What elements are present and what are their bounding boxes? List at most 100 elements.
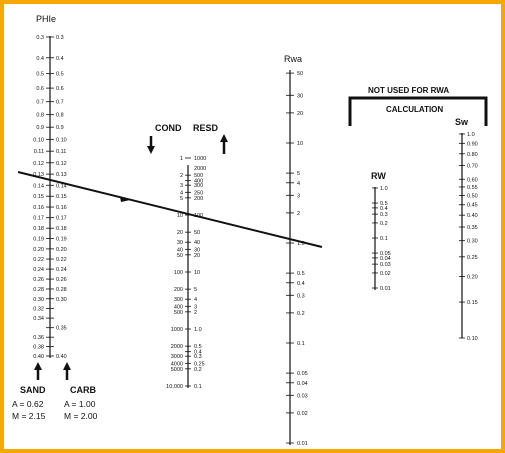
arrow-right-icon: [120, 197, 130, 202]
phie-tick-label-right: 0.9: [56, 125, 64, 131]
phie-tick-label-right: 0.5: [56, 72, 64, 78]
phie-tick-label-left: 0.34: [33, 316, 44, 322]
rw-tick-label: 0.01: [380, 286, 391, 292]
cond-tick-label: 4000: [171, 361, 183, 367]
resd-tick-label: 200: [194, 196, 203, 202]
calculation-label: CALCULATION: [386, 105, 443, 114]
sand-label: SAND: [20, 385, 46, 395]
phie-tick-label-left: 0.17: [33, 216, 44, 222]
phie-tick-label-right: 0.35: [56, 326, 67, 332]
phie-tick-label-left: 0.18: [33, 226, 44, 232]
cond-tick-label: 500: [174, 310, 183, 316]
cond-tick-label: 1: [180, 156, 183, 162]
rwa-tick-label: 0.4: [297, 281, 305, 287]
phie-tick-label-right: 0.11: [56, 149, 66, 155]
sw-label: Sw: [455, 117, 469, 127]
phie-tick-label-right: 0.10: [56, 137, 67, 143]
not-used-bracket: [348, 96, 488, 126]
phie-tick-label-left: 0.30: [33, 297, 44, 303]
rw-tick-label: 0.04: [380, 256, 391, 262]
rw-tick-label: 0.03: [380, 262, 391, 268]
cond-tick-label: 10,000: [166, 384, 183, 390]
rwa-tick-label: 4: [297, 181, 300, 187]
rwa-tick-label: 0.03: [297, 393, 308, 399]
resd-top-label: 2000: [194, 166, 206, 172]
phie-tick-label-right: 0.13: [56, 172, 67, 178]
arrow-down-icon: [147, 136, 155, 154]
phie-tick-label-left: 0.4: [36, 56, 44, 62]
rwa-tick-label: 0.02: [297, 411, 308, 417]
sw-tick-label: 0.80: [467, 152, 478, 158]
cond-tick-label: 200: [174, 287, 183, 293]
cond-tick-label: 100: [174, 270, 183, 276]
carb-label: CARB: [70, 385, 96, 395]
phie-tick-label-left: 0.5: [36, 72, 44, 78]
phie-tick-label-left: 0.38: [33, 345, 44, 351]
cond-tick-label: 2000: [171, 344, 183, 350]
rwa-tick-label: 20: [297, 111, 303, 117]
rwa-label: Rwa: [284, 54, 302, 64]
sw-tick-label: 1.0: [467, 132, 475, 138]
resd-tick-label: 1.0: [194, 327, 202, 333]
resd-tick-label: 50: [194, 230, 200, 236]
phie-tick-label-right: 0.26: [56, 277, 67, 283]
rwa-tick-label: 5: [297, 171, 300, 177]
rwa-tick-label: 0.01: [297, 441, 308, 447]
phie-tick-label-left: 0.15: [33, 194, 44, 200]
phie-tick-label-left: 0.8: [36, 113, 44, 119]
rw-tick-label: 0.1: [380, 236, 388, 242]
phie-tick-label-left: 0.24: [33, 267, 44, 273]
phie-tick-label-left: 0.9: [36, 125, 44, 131]
resd-tick-label: 1000: [194, 156, 206, 162]
example-line: [17, 171, 323, 248]
resd-tick-label: 250: [194, 190, 203, 196]
not-used-label: NOT USED FOR RWA: [368, 86, 449, 95]
resd-tick-label: 5: [194, 287, 197, 293]
phie-tick-label-left: 0.26: [33, 277, 44, 283]
phie-tick-label-right: 0.14: [56, 183, 67, 189]
resd-tick-label: 0.1: [194, 384, 202, 390]
phie-tick-label-right: 0.22: [56, 257, 67, 263]
sand-m-value: M = 2.15: [12, 411, 46, 421]
rwa-tick-label: 0.5: [297, 271, 305, 277]
phie-tick-label-left: 0.22: [33, 257, 44, 263]
resd-tick-label: 0.2: [194, 367, 202, 373]
sw-tick-label: 0.90: [467, 141, 478, 147]
phie-tick-label-right: 0.12: [56, 161, 67, 167]
rw-tick-label: 0.2: [380, 221, 388, 227]
phie-tick-label-left: 0.19: [33, 237, 44, 243]
sw-tick-label: 0.35: [467, 225, 478, 231]
resd-tick-label: 400: [194, 179, 203, 185]
resd-tick-label: 0.25: [194, 361, 205, 367]
rw-tick-label: 0.3: [380, 212, 388, 218]
phie-tick-label-right: 0.7: [56, 100, 64, 106]
phie-tick-label-right: 0.28: [56, 287, 67, 293]
carb-m-value: M = 2.00: [64, 411, 98, 421]
phie-tick-label-left: 0.6: [36, 86, 44, 92]
rw-tick-label: 0.5: [380, 201, 388, 207]
rwa-tick-label: 0.1: [297, 341, 305, 347]
phie-tick-label-right: 0.16: [56, 205, 67, 211]
sand-arrow-up-icon: [34, 362, 42, 380]
cond-tick-label: 40: [177, 247, 183, 253]
rw-label: RW: [371, 171, 386, 181]
sw-tick-label: 0.70: [467, 164, 478, 170]
sw-tick-label: 0.55: [467, 185, 478, 191]
phie-tick-label-left: 0.40: [33, 354, 44, 360]
cond-tick-label: 3: [180, 183, 183, 189]
phie-label: PHIe: [36, 14, 56, 24]
phie-tick-label-right: 0.19: [56, 237, 67, 243]
cond-tick-label: 1000: [171, 327, 183, 333]
phie-tick-label-right: 0.3: [56, 35, 64, 41]
sw-tick-label: 0.45: [467, 203, 478, 209]
cond-tick-label: 50: [177, 253, 183, 259]
phie-tick-label-left: 0.3: [36, 35, 44, 41]
sw-tick-label: 0.25: [467, 255, 478, 261]
phie-tick-label-left: 0.36: [33, 335, 44, 341]
phie-tick-label-right: 0.15: [56, 194, 67, 200]
phie-tick-label-left: 0.16: [33, 205, 44, 211]
cond-tick-label: 2: [180, 173, 183, 179]
rwa-tick-label: 10: [297, 141, 303, 147]
